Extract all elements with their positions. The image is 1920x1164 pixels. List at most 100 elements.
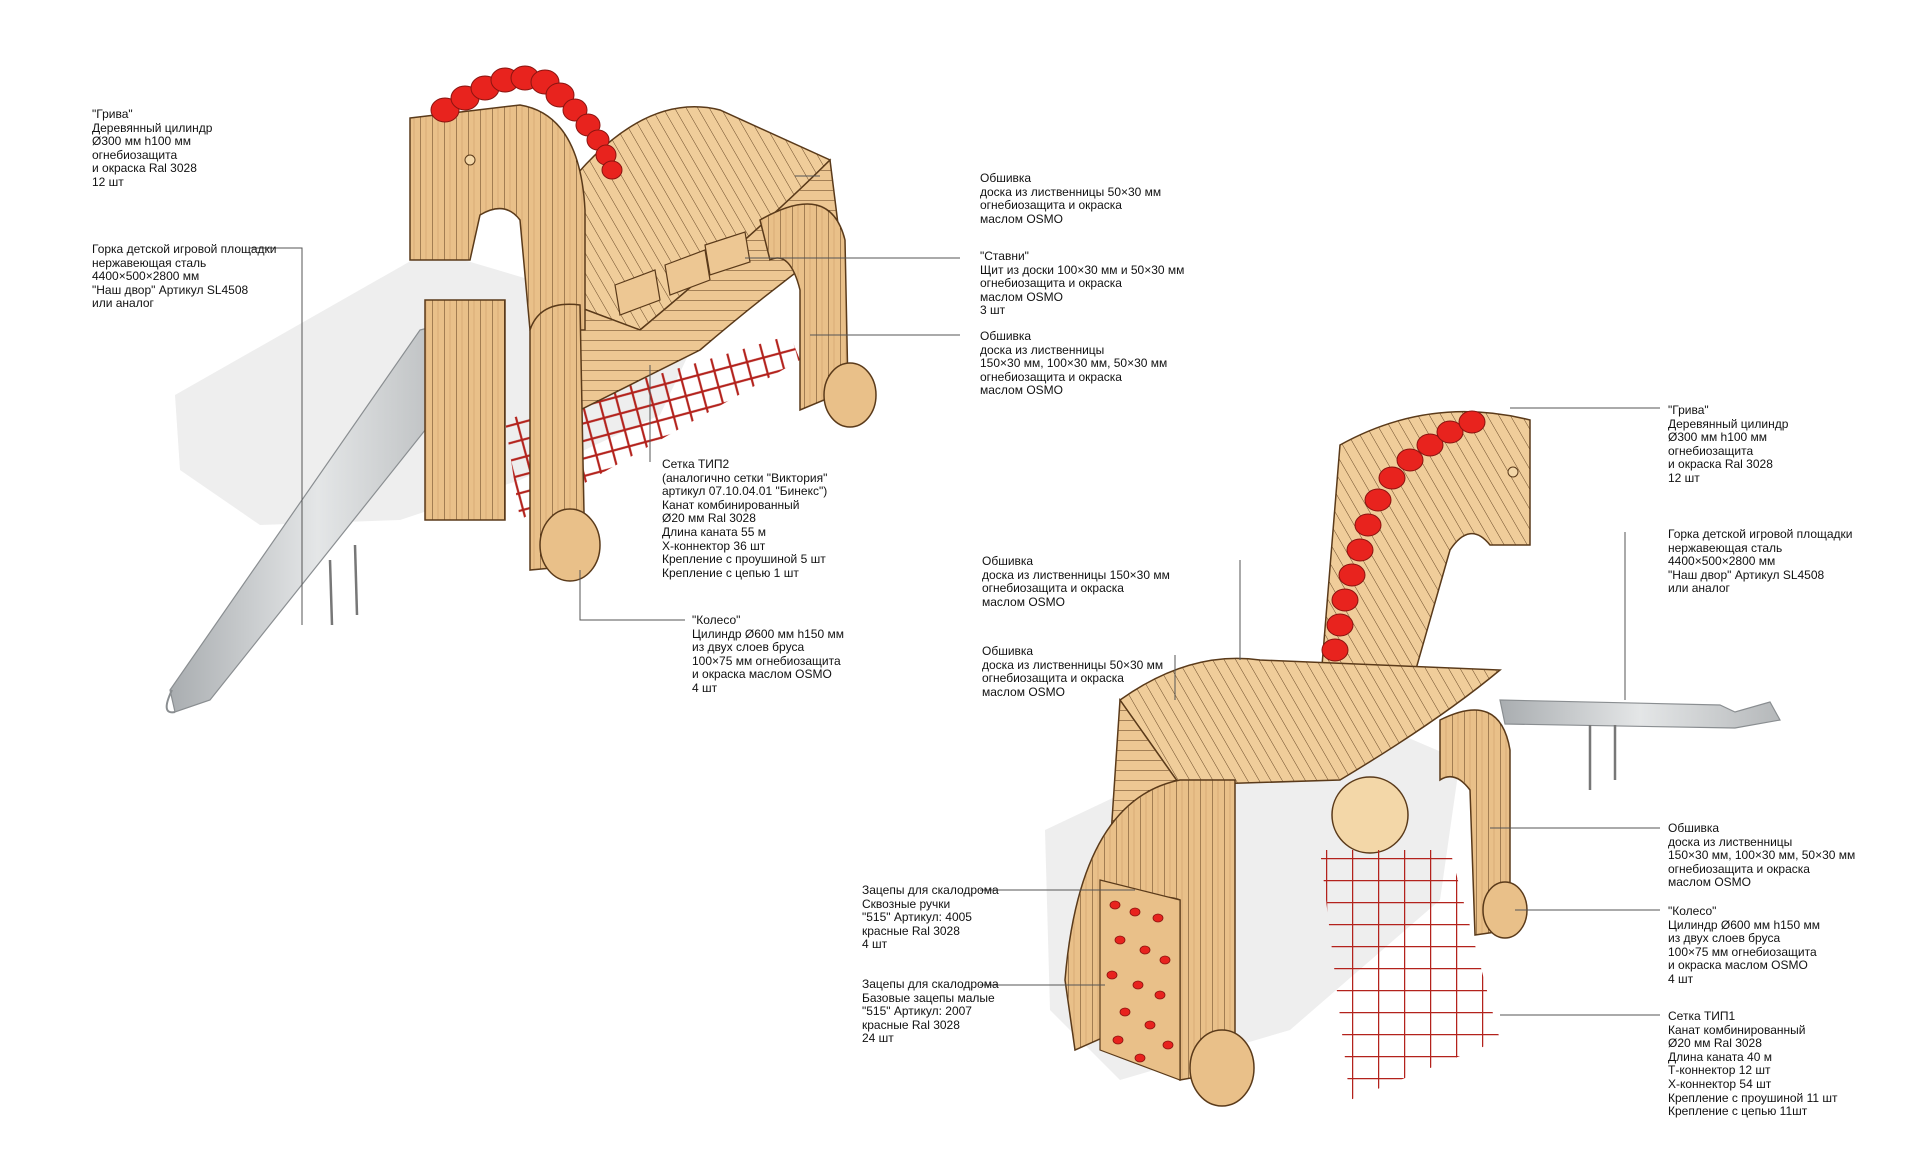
callout-line: "Наш двор" Артикул SL4508 bbox=[92, 282, 249, 297]
callout-line: из двух слоев бруса bbox=[692, 640, 805, 655]
right-horse-head bbox=[1319, 410, 1531, 691]
left-front-leg bbox=[759, 203, 849, 412]
callout-right-wheel: "Колесо" Цилиндр Ø600 мм h150 мм из двух… bbox=[1668, 904, 1820, 987]
callout-line: "Грива" bbox=[92, 107, 133, 121]
callout-line: "Наш двор" Артикул SL4508 bbox=[1668, 567, 1825, 582]
callout-line: доска из лиственницы bbox=[1668, 834, 1793, 849]
callout-line: огнебиозащита bbox=[1668, 443, 1754, 458]
callout-left-net: Сетка ТИП2 (аналогично сетки "Виктория" … bbox=[662, 457, 828, 580]
right-climbing-wall bbox=[1099, 879, 1181, 1081]
callout-line: или аналог bbox=[1668, 581, 1730, 596]
leader-left-slide bbox=[250, 247, 303, 625]
left-horse-head bbox=[409, 104, 586, 331]
callout-right-holds-handles: Зацепы для скалодрома Сквозные ручки "51… bbox=[862, 883, 999, 952]
callout-line: Зацепы для скалодрома bbox=[862, 883, 999, 897]
callout-left-cladding-top: Обшивка доска из лиственницы 50×30 мм ог… bbox=[980, 171, 1161, 226]
callout-line: доска из лиственницы 50×30 мм bbox=[982, 657, 1164, 672]
callout-line: огнебиозащита bbox=[92, 147, 178, 162]
callout-line: Сетка ТИП2 bbox=[662, 457, 730, 471]
right-body-hole bbox=[1331, 776, 1409, 854]
callout-line: Длина каната 55 м bbox=[662, 524, 766, 539]
callout-line: Крепление с цепью 11шт bbox=[1668, 1104, 1808, 1119]
left-mane bbox=[430, 65, 623, 180]
callout-line: Цилиндр Ø600 мм h150 мм bbox=[1668, 917, 1820, 932]
callout-right-cladding-50: Обшивка доска из лиственницы 50×30 мм ог… bbox=[982, 644, 1164, 699]
left-head-eye bbox=[464, 154, 476, 166]
callout-line: маслом OSMO bbox=[980, 383, 1063, 398]
callout-line: огнебиозащита и окраска bbox=[980, 198, 1122, 213]
callout-line: маслом OSMO bbox=[980, 211, 1063, 226]
callout-line: доска из лиственницы 150×30 мм bbox=[982, 567, 1170, 582]
callout-line: Зацепы для скалодрома bbox=[862, 977, 999, 991]
callout-line: 12 шт bbox=[92, 174, 124, 189]
callout-line: красные Ral 3028 bbox=[862, 923, 960, 938]
callout-line: Сетка ТИП1 bbox=[1668, 1009, 1736, 1023]
callout-line: 4 шт bbox=[862, 937, 888, 952]
callout-left-shutters: "Ставни" Щит из доски 100×30 мм и 50×30 … bbox=[980, 249, 1185, 318]
right-back-leg bbox=[1439, 709, 1511, 936]
callout-line: "515" Артикул: 4005 bbox=[862, 910, 972, 925]
callout-line: 150×30 мм, 100×30 мм, 50×30 мм bbox=[1668, 848, 1856, 863]
callout-line: огнебиозащита и окраска bbox=[1668, 861, 1810, 876]
right-horse-view bbox=[1045, 410, 1781, 1107]
right-wheel-front bbox=[1189, 1029, 1255, 1107]
callout-line: 4400×500×2800 мм bbox=[92, 269, 200, 284]
callout-line: Ø300 мм h100 мм bbox=[92, 134, 192, 149]
callout-line: (аналогично сетки "Виктория" bbox=[662, 470, 828, 485]
callout-line: маслом OSMO bbox=[1668, 875, 1751, 890]
callout-right-mane: "Грива" Деревянный цилиндр Ø300 мм h100 … bbox=[1668, 403, 1789, 486]
left-hind-leg-back bbox=[424, 299, 506, 521]
callout-line: 100×75 мм огнебиозащита bbox=[692, 653, 841, 668]
callout-line: Крепление с проушиной 5 шт bbox=[662, 552, 826, 567]
callout-line: доска из лиственницы bbox=[980, 342, 1105, 357]
callout-line: Обшивка bbox=[980, 329, 1032, 343]
callout-line: нержавеющая сталь bbox=[92, 255, 207, 270]
callout-line: огнебиозащита и окраска bbox=[980, 276, 1122, 291]
callout-line: маслом OSMO bbox=[982, 594, 1065, 609]
callout-line: огнебиозащита и окраска bbox=[982, 581, 1124, 596]
left-horse-view bbox=[165, 65, 877, 714]
callout-line: "Колесо" bbox=[692, 613, 741, 627]
callout-line: Сквозные ручки bbox=[862, 896, 951, 911]
callout-line: артикул 07.10.04.01 "Бинекс") bbox=[662, 484, 828, 499]
callout-line: Обшивка bbox=[982, 554, 1034, 568]
callout-line: огнебиозащита и окраска bbox=[982, 671, 1124, 686]
callout-line: Горка детской игровой площадки bbox=[1668, 527, 1853, 541]
right-climbing-holds bbox=[1106, 900, 1174, 1063]
callout-line: красные Ral 3028 bbox=[862, 1017, 960, 1032]
callout-right-cladding-side: Обшивка доска из лиственницы 150×30 мм, … bbox=[1668, 821, 1856, 890]
callout-line: из двух слоев бруса bbox=[1668, 931, 1781, 946]
left-wheel-rear bbox=[539, 508, 601, 582]
callout-line: Канат комбинированный bbox=[662, 497, 800, 512]
left-shutters bbox=[614, 231, 751, 316]
callout-line: и окраска Ral 3028 bbox=[92, 161, 197, 176]
callout-line: Т-коннектор 12 шт bbox=[1668, 1063, 1771, 1078]
callout-line: Крепление с проушиной 11 шт bbox=[1668, 1090, 1838, 1105]
callout-right-holds-small: Зацепы для скалодрома Базовые зацепы мал… bbox=[862, 977, 999, 1046]
callout-line: и окраска маслом OSMO bbox=[692, 667, 832, 682]
callout-left-cladding-side: Обшивка доска из лиственницы 150×30 мм, … bbox=[980, 329, 1167, 398]
callout-line: маслом OSMO bbox=[982, 684, 1065, 699]
left-hind-leg-front bbox=[529, 303, 586, 571]
callout-line: 4 шт bbox=[1668, 971, 1694, 986]
callout-line: Щит из доски 100×30 мм и 50×30 мм bbox=[980, 262, 1185, 277]
right-head-eye bbox=[1507, 466, 1519, 478]
callout-line: "Грива" bbox=[1668, 403, 1709, 417]
callout-line: "515" Артикул: 2007 bbox=[862, 1004, 972, 1019]
right-body-top bbox=[1118, 657, 1502, 786]
callout-line: Ø300 мм h100 мм bbox=[1668, 430, 1768, 445]
callout-line: Горка детской игровой площадки bbox=[92, 242, 277, 256]
leader-lines bbox=[250, 175, 1660, 1016]
callout-line: Деревянный цилиндр bbox=[1668, 416, 1789, 431]
callout-line: Крепление с цепью 1 шт bbox=[662, 565, 799, 580]
callout-line: Ø20 мм Ral 3028 bbox=[662, 511, 756, 526]
callout-line: 24 шт bbox=[862, 1031, 894, 1046]
callout-line: нержавеющая сталь bbox=[1668, 540, 1783, 555]
callout-line: 4 шт bbox=[692, 680, 718, 695]
callout-right-net: Сетка ТИП1 Канат комбинированный Ø20 мм … bbox=[1668, 1009, 1838, 1119]
callout-line: и окраска маслом OSMO bbox=[1668, 958, 1808, 973]
callout-line: или аналог bbox=[92, 296, 154, 311]
leader-left-wheel bbox=[579, 570, 685, 621]
callout-left-wheel: "Колесо" Цилиндр Ø600 мм h150 мм из двух… bbox=[692, 613, 844, 696]
